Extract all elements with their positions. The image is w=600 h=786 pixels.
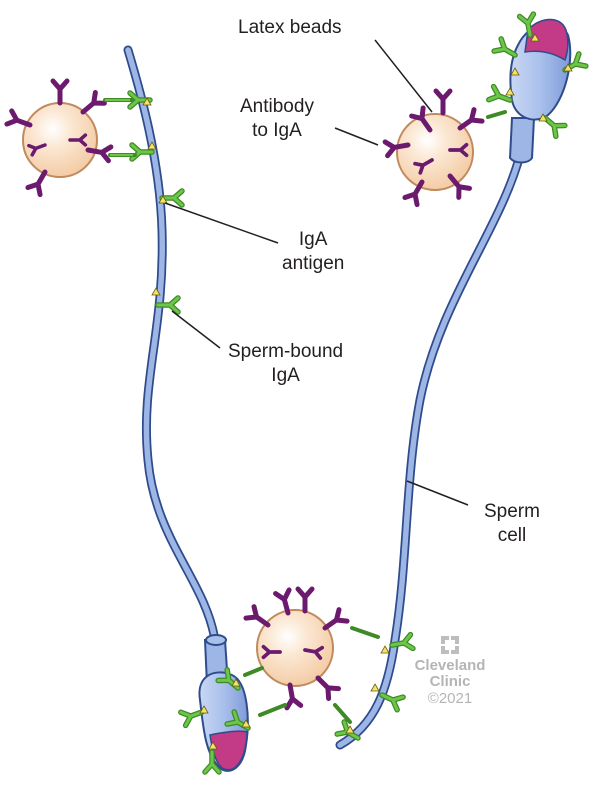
sperm-right-acrosome xyxy=(524,18,569,62)
label-sperm-bound-line2: IgA xyxy=(271,365,300,386)
cleveland-clinic-logo: Cleveland Clinic ©2021 xyxy=(405,658,495,708)
label-iga-antigen-line1: IgA xyxy=(298,229,328,250)
sperm-right-midpiece xyxy=(508,117,536,164)
sperm-left xyxy=(123,45,249,772)
logo-copyright: ©2021 xyxy=(427,690,473,707)
latex-bead-1 xyxy=(7,81,111,195)
label-antibody-line2: to IgA xyxy=(252,120,302,141)
label-iga-antigen: IgA antigen xyxy=(282,228,344,276)
leader-sperm-cell xyxy=(406,480,469,506)
logo-line1: Cleveland xyxy=(414,657,486,674)
logo-line2: Clinic xyxy=(429,673,471,690)
leader-iga-antigen xyxy=(164,202,279,244)
label-latex-beads: Latex beads xyxy=(238,16,342,40)
label-latex-beads-text: Latex beads xyxy=(238,17,342,38)
cleveland-clinic-logo-icon xyxy=(441,636,459,654)
leader-antibody xyxy=(334,127,379,146)
label-sperm-bound-line1: Sperm-bound xyxy=(228,341,344,362)
leader-sperm-bound xyxy=(171,310,221,349)
latex-bead-3 xyxy=(246,589,347,708)
latex-bead-2 xyxy=(385,91,482,205)
label-iga-antigen-line2: antigen xyxy=(282,253,345,274)
label-sperm-bound-iga: Sperm-bound IgA xyxy=(228,340,343,388)
label-sperm-cell: Sperm cell xyxy=(484,500,540,548)
label-antibody-line1: Antibody xyxy=(240,96,314,117)
sperm-left-tail xyxy=(123,45,220,645)
label-sperm-cell-line1: Sperm xyxy=(484,501,540,522)
leader-latex-beads xyxy=(374,39,433,113)
label-sperm-cell-line2: cell xyxy=(497,525,527,546)
label-antibody-to-iga: Antibody to IgA xyxy=(240,95,314,143)
